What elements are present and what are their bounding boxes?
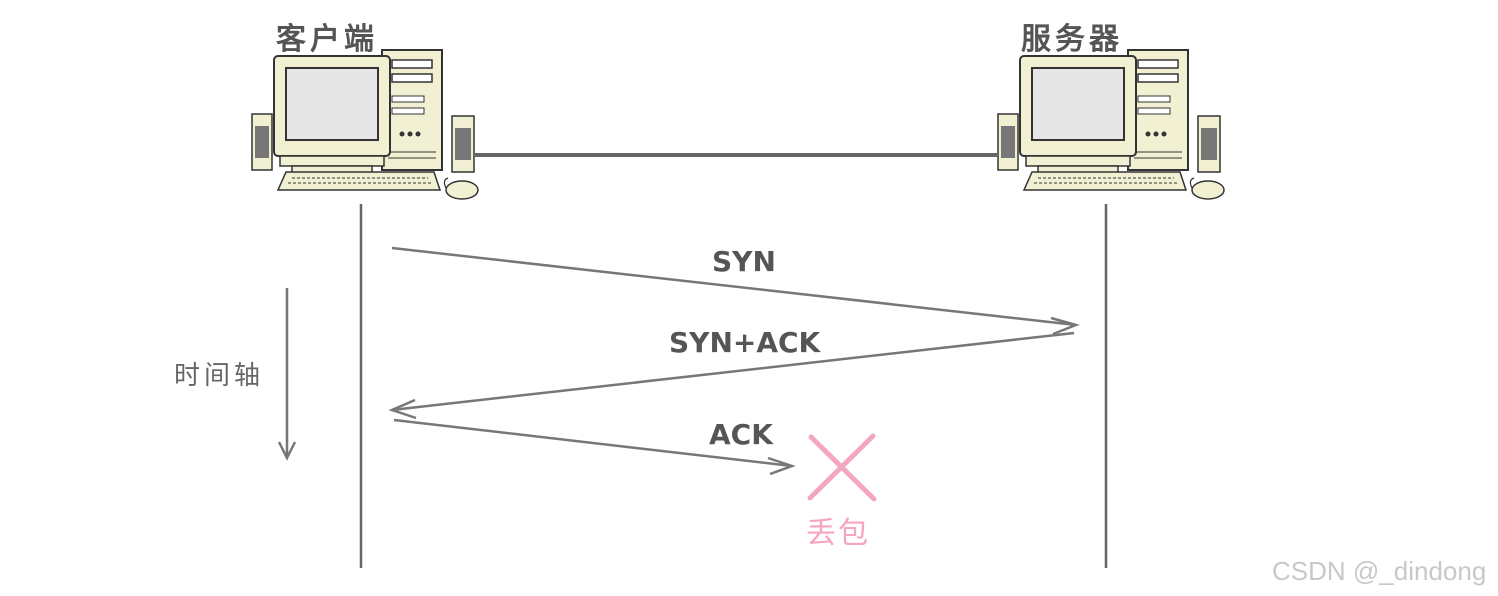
client-computer-icon [251,49,479,200]
time-axis-arrow [277,288,297,461]
packet-loss-label: 丢包 [806,516,870,551]
server-label: 服务器 [1021,22,1123,57]
syn-label: SYN [712,245,776,278]
ack-label: ACK [709,418,773,451]
cross-icon [807,433,877,502]
syn-arrow [391,246,1080,336]
syn-ack-arrow [388,331,1075,420]
server-computer-icon [997,49,1225,200]
watermark: CSDN @_dindong [1272,556,1487,586]
client-label: 客户端 [276,22,378,57]
ack-arrow [393,418,796,476]
syn-ack-label: SYN+ACK [669,326,821,359]
time-axis-label: 时间轴 [174,361,265,391]
